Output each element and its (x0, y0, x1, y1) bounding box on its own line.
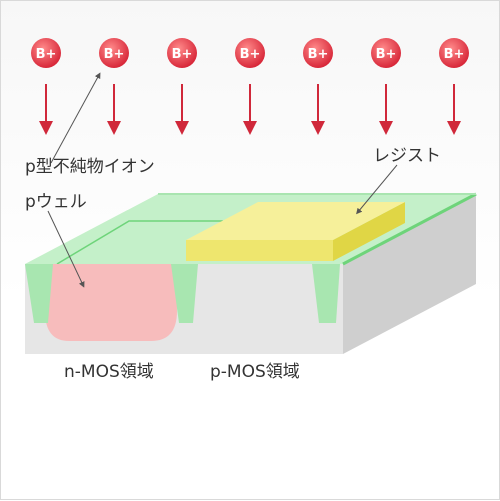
ion-label: B+ (376, 47, 397, 62)
ion-circle (99, 38, 129, 68)
resist-side-face (333, 202, 405, 261)
ion-label: B+ (104, 47, 125, 62)
resist-front-face (186, 240, 333, 261)
ion-circle (31, 38, 61, 68)
ion-circle (235, 38, 265, 68)
p-well-region (45, 264, 177, 341)
ion-circle (439, 38, 469, 68)
ion-circle (371, 38, 401, 68)
ion-label: B+ (308, 47, 329, 62)
p-well-label: pウェル (25, 192, 87, 212)
ion-circle (167, 38, 197, 68)
ion-label: B+ (36, 47, 57, 62)
isolation-oxide-center (171, 264, 198, 323)
ion-circle (303, 38, 333, 68)
resist-top-face (186, 202, 405, 240)
resist-label: レジスト (373, 146, 441, 166)
ion-label: B+ (172, 47, 193, 62)
isolation-oxide-left (25, 264, 53, 323)
ion-label: B+ (240, 47, 261, 62)
well-outline-top (56, 220, 223, 265)
n-mos-region-label: n-MOS領域 (64, 362, 154, 382)
p-ion-label: p型不純物イオン (25, 157, 155, 177)
isolation-oxide-right (312, 264, 340, 323)
resist-leader-line (356, 164, 398, 215)
p-mos-region-label: p-MOS領域 (210, 362, 300, 382)
oxide-edge-right (342, 192, 477, 266)
well-leader-line (47, 210, 85, 288)
ion-leader-line (50, 72, 101, 164)
ion-row: B+ B+ B+ B+ B+ B+ B+ (31, 38, 469, 135)
ion-label: B+ (444, 47, 465, 62)
substrate-side-face (343, 194, 476, 354)
